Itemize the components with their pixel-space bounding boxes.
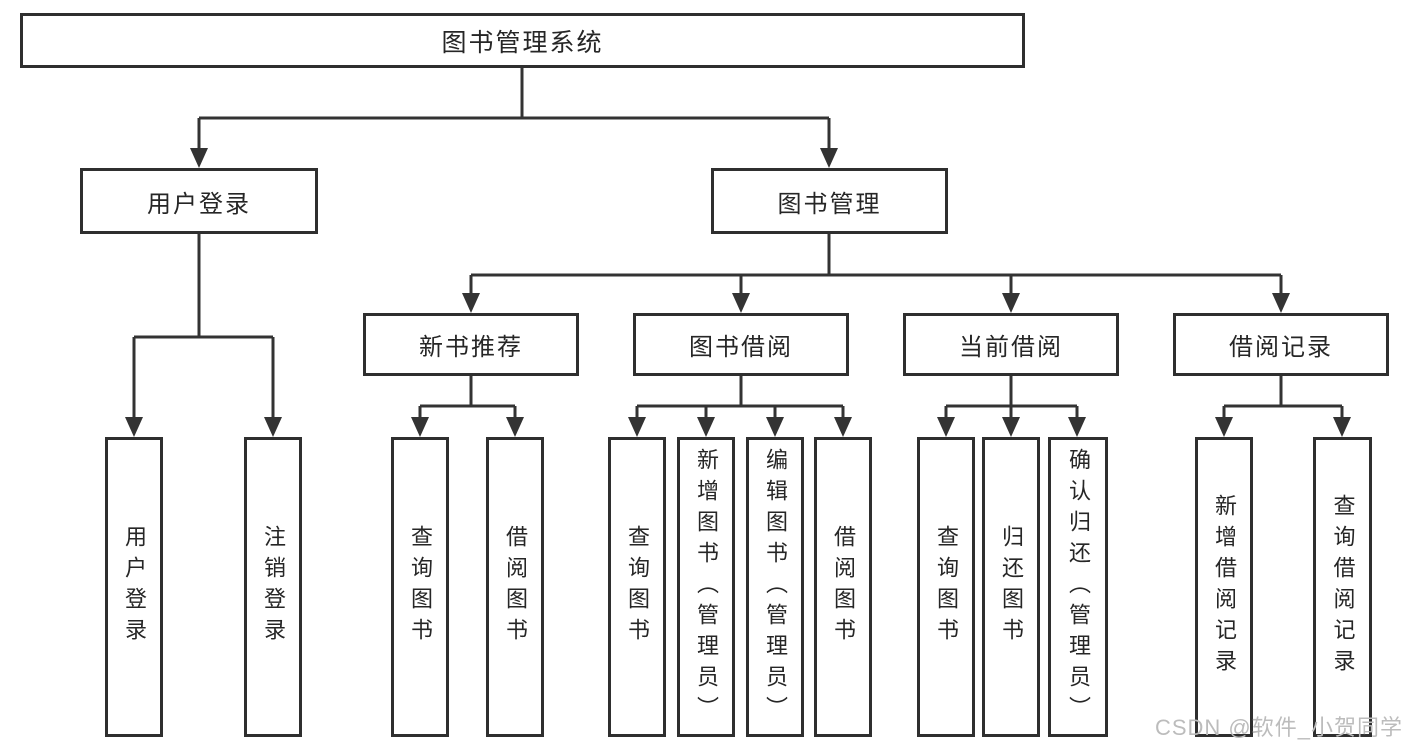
leaf-records-add-record: 新增借阅记录: [1195, 437, 1253, 737]
leaf-borrow-add-books-admin: 新增图书（管理员）: [677, 437, 735, 737]
leaf-borrow-borrow-books: 借阅图书: [814, 437, 872, 737]
leaf-borrow-edit-books-admin: 编辑图书（管理员）: [746, 437, 804, 737]
node-user-login: 用户登录: [80, 168, 318, 234]
watermark: CSDN @软件_小贺同学: [1154, 715, 1403, 740]
leaf-recommend-query-books: 查询图书: [391, 437, 449, 737]
node-root: 图书管理系统: [20, 13, 1025, 68]
leaf-recommend-borrow-books: 借阅图书: [486, 437, 544, 737]
leaf-current-query-books: 查询图书: [917, 437, 975, 737]
node-book-borrowing: 图书借阅: [633, 313, 849, 376]
leaf-current-confirm-return-admin: 确认归还（管理员）: [1048, 437, 1108, 737]
leaf-user-login: 用户登录: [105, 437, 163, 737]
node-book-management: 图书管理: [711, 168, 948, 234]
leaf-current-return-books: 归还图书: [982, 437, 1040, 737]
leaf-logout: 注销登录: [244, 437, 302, 737]
leaf-borrow-query-books: 查询图书: [608, 437, 666, 737]
node-current-borrowing: 当前借阅: [903, 313, 1119, 376]
node-borrowing-records: 借阅记录: [1173, 313, 1389, 376]
node-new-book-recommendation: 新书推荐: [363, 313, 579, 376]
leaf-records-query-record: 查询借阅记录: [1313, 437, 1372, 737]
